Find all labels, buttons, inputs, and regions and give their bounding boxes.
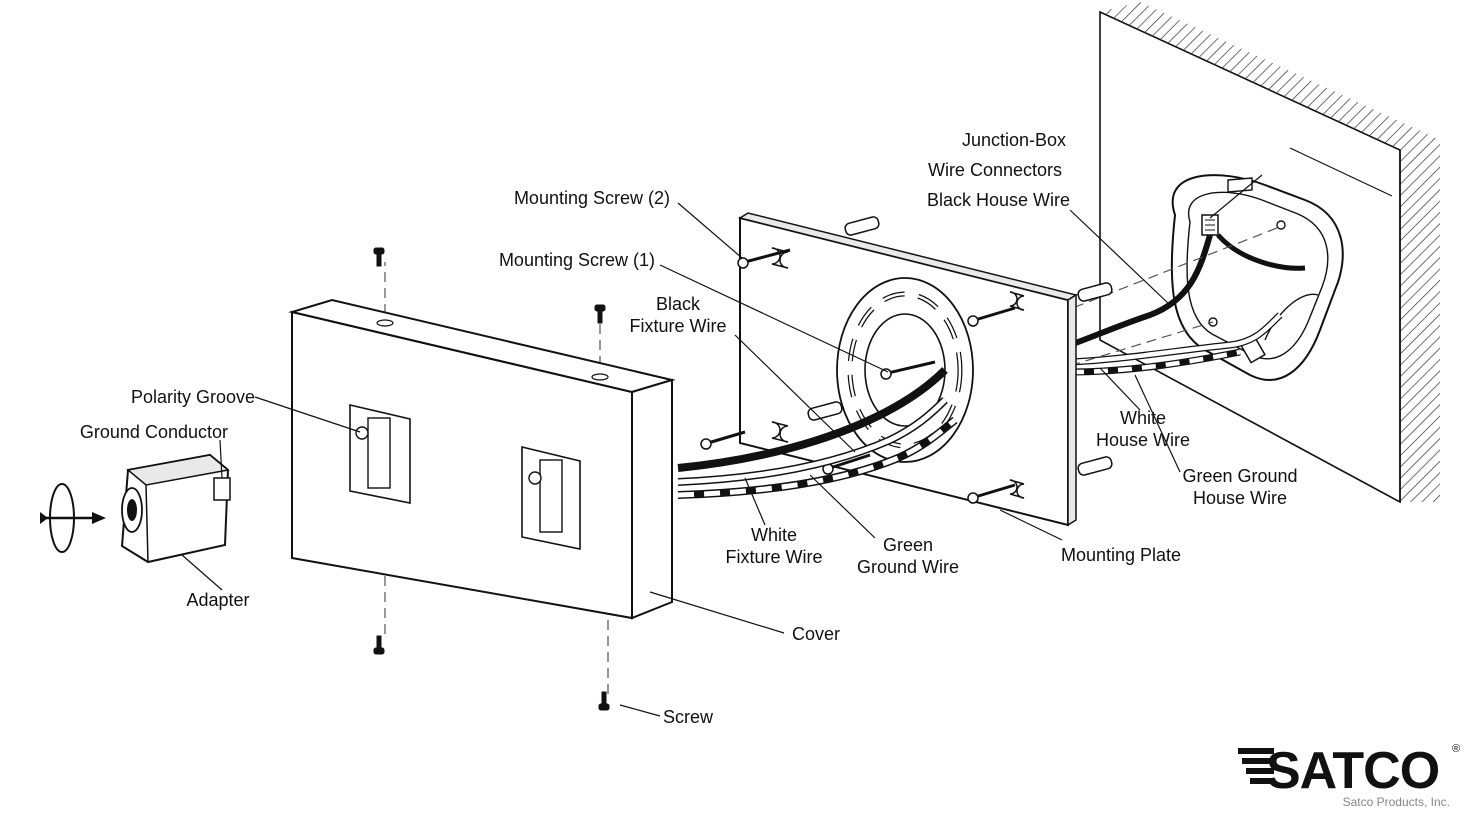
cover: [288, 298, 676, 620]
satco-logo-mark-icon: [1238, 748, 1274, 784]
adapter: [120, 453, 231, 564]
house-wires: [1069, 233, 1306, 376]
cover-screws: [373, 247, 610, 711]
label-white-house-wire-line1: White: [1120, 408, 1166, 428]
satco-logo: SATCO ® Satco Products, Inc.: [1238, 742, 1460, 809]
label-white-fixture-wire-line2: Fixture Wire: [725, 547, 822, 567]
label-black-house-wire: Black House Wire: [927, 190, 1070, 210]
logo-tagline: Satco Products, Inc.: [1343, 795, 1450, 809]
mounting-screws: [700, 248, 1016, 504]
logo-brand: SATCO: [1266, 742, 1439, 800]
label-junction-box: Junction-Box: [962, 130, 1066, 150]
label-green-ground-wire-line2: Ground Wire: [857, 557, 959, 577]
label-green-ground-wire-line1: Green: [883, 535, 933, 555]
wall-anchors: [807, 216, 1113, 476]
label-white-house-wire-line2: House Wire: [1096, 430, 1190, 450]
label-polarity-groove: Polarity Groove: [131, 387, 255, 407]
label-green-ground-house-wire-line2: House Wire: [1193, 488, 1287, 508]
label-black-fixture-wire-line2: Fixture Wire: [629, 316, 726, 336]
label-mounting-screw-2: Mounting Screw (2): [514, 188, 670, 208]
label-ground-conductor: Ground Conductor: [80, 422, 228, 442]
labels: Junction-Box Wire Connectors Black House…: [80, 130, 1298, 727]
mounting-plate: [738, 212, 1078, 527]
label-white-fixture-wire-line1: White: [751, 525, 797, 545]
rotation-arrow: [40, 483, 106, 553]
leader-lines: [181, 147, 1393, 717]
fixture-wires: [677, 367, 958, 499]
label-adapter: Adapter: [186, 590, 249, 610]
label-screw: Screw: [663, 707, 714, 727]
label-wire-connectors: Wire Connectors: [928, 160, 1062, 180]
logo-registered: ®: [1452, 743, 1460, 755]
label-cover: Cover: [792, 624, 840, 644]
label-mounting-screw-1: Mounting Screw (1): [499, 250, 655, 270]
label-mounting-plate: Mounting Plate: [1061, 545, 1181, 565]
label-black-fixture-wire-line1: Black: [656, 294, 701, 314]
label-green-ground-house-wire-line1: Green Ground: [1182, 466, 1297, 486]
